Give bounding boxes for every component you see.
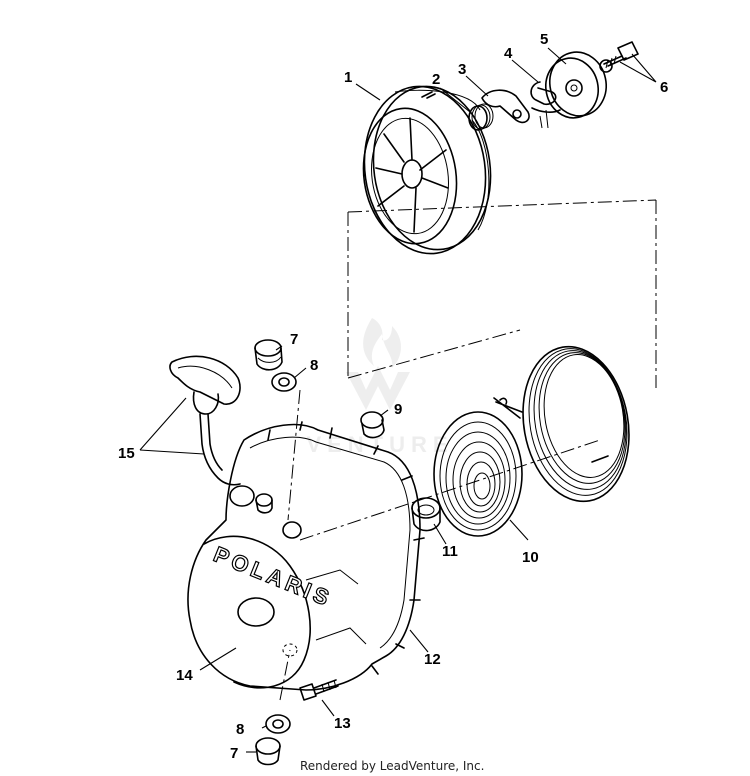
bolt-lower [299, 679, 339, 701]
callout-10: 10 [522, 549, 539, 566]
callout-12: 12 [424, 651, 441, 668]
plug-upper [254, 339, 283, 371]
pawl [481, 89, 530, 124]
callout-8-lower: 8 [236, 721, 244, 738]
callouts: 1 2 3 4 5 6 7 8 9 10 11 12 13 14 15 8 7 [118, 31, 668, 762]
washer-upper [271, 372, 297, 392]
callout-11: 11 [442, 543, 458, 560]
callout-9: 9 [394, 401, 402, 418]
bolt-top [599, 41, 639, 73]
washer-lower [265, 714, 291, 734]
callout-5: 5 [540, 31, 548, 48]
callout-14: 14 [176, 667, 193, 684]
recoil-spring [433, 397, 523, 537]
callout-4: 4 [504, 45, 513, 62]
sleeve [411, 497, 441, 532]
callout-3: 3 [458, 61, 466, 78]
callout-13: 13 [334, 715, 351, 732]
alignment-lines [279, 199, 657, 701]
starter-handle [169, 355, 241, 486]
callout-2: 2 [432, 71, 440, 88]
plug-lower [255, 737, 281, 766]
friction-plate [545, 51, 607, 119]
leader-lines [139, 47, 657, 753]
callout-7-lower: 7 [230, 745, 238, 762]
spring-small [468, 103, 494, 131]
starter-housing: POLARIS [187, 421, 425, 691]
bushing [360, 411, 385, 439]
callout-6: 6 [660, 79, 668, 96]
callout-7-upper: 7 [290, 331, 298, 348]
callout-1: 1 [344, 69, 352, 86]
pulley [362, 85, 492, 255]
clip [530, 81, 561, 129]
rope-coil [522, 345, 630, 503]
credit-text: Rendered by LeadVenture, Inc. [300, 759, 484, 773]
callout-15: 15 [118, 445, 135, 462]
callout-8-upper: 8 [310, 357, 318, 374]
